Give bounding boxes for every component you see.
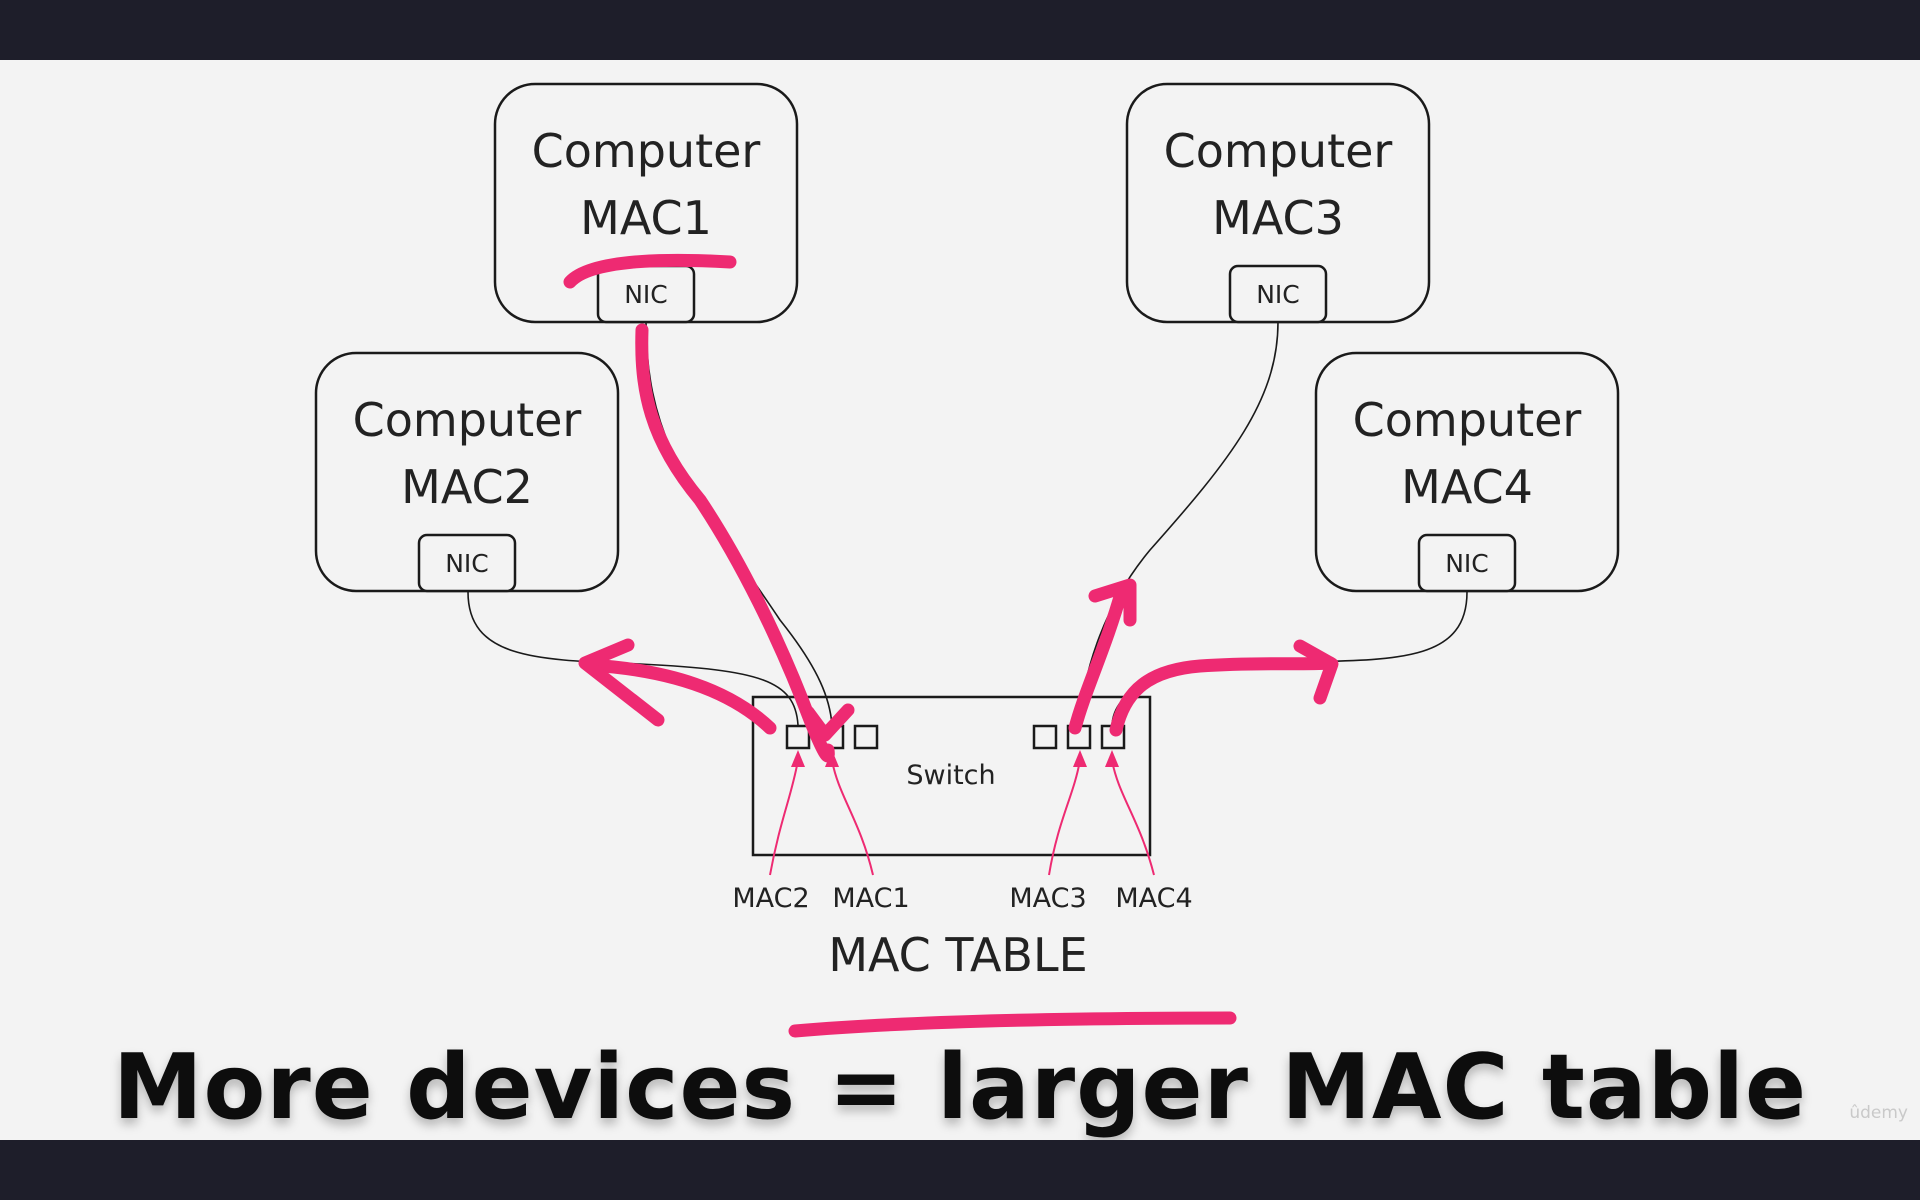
underline-mac-table: [788, 1011, 1237, 1038]
mac-table-entry: MAC4: [1115, 883, 1192, 914]
switch-port: [1032, 724, 1058, 750]
switch: Switch: [751, 695, 1152, 857]
arrow-mac1: [831, 759, 874, 876]
underline-mac1: [563, 253, 737, 289]
computer-mac1: Computer MAC1 NIC: [493, 82, 799, 324]
computer-mac2: Computer MAC2 NIC: [314, 351, 620, 593]
slide: Computer MAC1 NIC Computer MAC2 NIC Comp…: [0, 60, 1920, 1140]
arrow-mac1-to-switch: [635, 323, 835, 763]
cable-mac1: [645, 321, 833, 726]
arrow-to-mac3: [1068, 583, 1129, 735]
computer-label: Computer: [532, 124, 761, 178]
computer-mac-label: MAC2: [401, 460, 533, 514]
arrow-mac3: [1048, 759, 1081, 876]
network-diagram: Computer MAC1 NIC Computer MAC2 NIC Comp…: [314, 82, 1620, 1038]
handwritten-annotations: [563, 253, 1339, 1038]
arrowhead-mac4: [1293, 639, 1339, 705]
slide-caption: More devices = larger MAC table: [113, 1035, 1807, 1140]
mac-table-title: MAC TABLE: [828, 928, 1087, 982]
computer-label: Computer: [1164, 124, 1393, 178]
arrowhead-mac3: [1088, 578, 1137, 627]
computer-mac4: Computer MAC4 NIC: [1314, 351, 1620, 593]
nic-label: NIC: [445, 549, 489, 578]
mac-table-arrows: [769, 759, 1155, 876]
nic-box: [417, 533, 517, 593]
arrowhead: [1105, 750, 1119, 767]
computer-mac-label: MAC1: [580, 191, 712, 245]
computer-label: Computer: [1353, 393, 1582, 447]
computer-mac-label: MAC4: [1401, 460, 1533, 514]
arrowhead: [791, 750, 805, 767]
arrowhead-mac2: [578, 638, 665, 727]
switch-port: [853, 724, 879, 750]
arrowhead-mac1: [801, 703, 855, 742]
arrow-mac2: [769, 759, 799, 876]
arrow-to-mac2: [583, 658, 777, 735]
udemy-watermark: ûdemy: [1849, 1103, 1908, 1123]
computer-mac3: Computer MAC3 NIC: [1125, 82, 1431, 324]
mac-table-entry: MAC3: [1009, 883, 1086, 914]
switch-label: Switch: [906, 760, 995, 791]
nic-label: NIC: [1445, 549, 1489, 578]
nic-box: [1417, 533, 1517, 593]
switch-box: [751, 695, 1152, 857]
switch-port: [785, 724, 811, 750]
mac-table-entry: MAC2: [732, 883, 809, 914]
arrow-to-mac4: [1109, 656, 1337, 737]
mac-table-entry: MAC1: [832, 883, 909, 914]
computer-mac-label: MAC3: [1212, 191, 1344, 245]
arrow-mac4: [1111, 759, 1155, 876]
nic-label: NIC: [1256, 280, 1300, 309]
computer-label: Computer: [353, 393, 582, 447]
nic-label: NIC: [624, 280, 668, 309]
arrowhead: [1073, 750, 1087, 767]
